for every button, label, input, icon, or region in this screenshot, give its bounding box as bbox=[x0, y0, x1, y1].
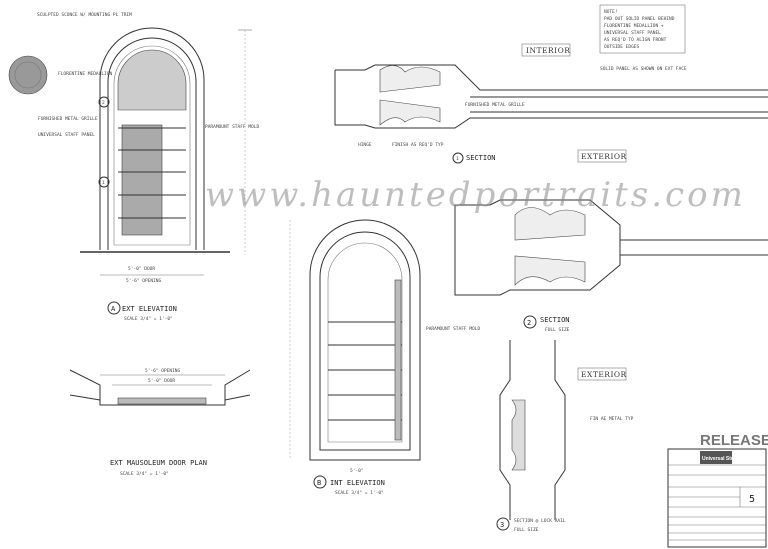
sheet-number: 5 bbox=[749, 494, 755, 505]
label-fin-ae: FIN AE METAL TYP bbox=[590, 416, 634, 422]
dim-plan-opening: 5'-6" OPENING bbox=[145, 368, 181, 374]
label-exterior-3: EXTERIOR bbox=[581, 370, 627, 379]
detail-marker-2 bbox=[98, 96, 110, 108]
marker-2-text: 2 bbox=[527, 319, 531, 327]
int-elevation: PARAMOUNT STAFF MOLD 5'-0" B INT ELEVATI… bbox=[289, 219, 480, 496]
note-line: OUTSIDE EDGES bbox=[604, 44, 640, 50]
label-hinge: HINGE bbox=[358, 142, 372, 148]
label-staff-mold-int: PARAMOUNT STAFF MOLD bbox=[426, 326, 480, 332]
view-scale-b: SCALE 3/4" = 1'-0" bbox=[335, 490, 384, 496]
ext-elevation: SCULPTED SCONCE W/ MOUNTING PL TRIM FLOR… bbox=[8, 12, 259, 322]
view-title-section-2: SECTION bbox=[540, 316, 570, 324]
dim-opening: 5'-6" OPENING bbox=[126, 278, 162, 284]
label-medallion: FLORENTINE MEDALLION bbox=[58, 71, 112, 77]
view-title-int-elevation: INT ELEVATION bbox=[330, 479, 385, 487]
title-block: RELEASED Universal Studios 5 bbox=[667, 432, 768, 548]
section-2: 2 SECTION FULL SIZE bbox=[454, 199, 768, 333]
marker-3-text: 3 bbox=[500, 521, 504, 529]
view-marker-a bbox=[107, 301, 121, 315]
door-frame-outer bbox=[99, 27, 205, 250]
detail-marker-1 bbox=[98, 176, 110, 188]
label-finish: FINISH AS REQ'D TYP bbox=[392, 142, 444, 148]
dim-door: 5'-0" DOOR bbox=[128, 266, 155, 272]
view-title-ext-elevation: EXT ELEVATION bbox=[122, 305, 177, 313]
door-plan: 5'-6" OPENING 5'-0" DOOR EXT MAUSOLEUM D… bbox=[69, 368, 251, 477]
view-title-plan: EXT MAUSOLEUM DOOR PLAN bbox=[110, 459, 207, 467]
section-3: EXTERIOR FIN AE METAL TYP 3 SECTION @ LO… bbox=[496, 340, 634, 533]
company-logo: Universal Studios bbox=[702, 456, 744, 462]
view-marker-b bbox=[313, 475, 327, 489]
view-title-section-1: SECTION bbox=[466, 154, 496, 162]
label-staff-mold: PARAMOUNT STAFF MOLD bbox=[205, 124, 259, 130]
note-line: FLORENTINE MEDALLION + bbox=[604, 23, 664, 29]
detail-marker-1-text: 1 bbox=[102, 180, 105, 186]
note-title: NOTE! bbox=[604, 9, 618, 15]
label-interior: INTERIOR bbox=[526, 46, 570, 55]
view-scale-plan: SCALE 3/4" = 1'-0" bbox=[120, 471, 169, 477]
view-scale-s3: FULL SIZE bbox=[514, 527, 539, 533]
marker-a-text: A bbox=[111, 305, 116, 313]
label-sconce: SCULPTED SCONCE W/ MOUNTING PL TRIM bbox=[37, 12, 132, 18]
dim-door-int: 5'-0" bbox=[350, 468, 364, 474]
label-exterior-1: EXTERIOR bbox=[581, 152, 627, 161]
note-box: NOTE! PAD OUT SOLID PANEL BEHIND FLORENT… bbox=[599, 4, 686, 54]
detail-marker-2-text: 2 bbox=[102, 100, 105, 106]
label-grille: FURNISHED METAL GRILLE bbox=[38, 116, 98, 122]
note-line: PAD OUT SOLID PANEL BEHIND bbox=[604, 16, 675, 22]
released-stamp: RELEASED bbox=[700, 432, 768, 449]
view-scale-a: SCALE 3/4" = 1'-0" bbox=[124, 316, 173, 322]
view-marker-3 bbox=[496, 517, 510, 531]
label-staff-panel: UNIVERSAL STAFF PANEL bbox=[38, 132, 95, 138]
grille-panel bbox=[121, 124, 163, 236]
watermark: www.hauntedportraits.com bbox=[205, 175, 746, 215]
dim-plan-door: 5'-0" DOOR bbox=[148, 378, 175, 384]
view-marker-2 bbox=[523, 315, 537, 329]
section-top: FURNISHED METAL GRILLE SOLID PANEL AS SH… bbox=[334, 4, 768, 164]
label-solid-panel: SOLID PANEL AS SHOWN ON EXT FACE bbox=[600, 66, 687, 72]
view-scale-s2: FULL SIZE bbox=[545, 327, 570, 333]
marker-1-text: 1 bbox=[456, 156, 459, 162]
label-grille-top: FURNISHED METAL GRILLE bbox=[465, 102, 525, 108]
view-marker-1 bbox=[452, 152, 464, 164]
florentine-medallion-detail bbox=[8, 55, 48, 95]
note-line: AS REQ'D TO ALIGN FRONT bbox=[604, 37, 667, 43]
marker-b-text: B bbox=[317, 479, 321, 487]
view-title-section-3: SECTION @ LOCK RAIL bbox=[514, 518, 566, 524]
note-line: UNIVERSAL STAFF PANEL bbox=[604, 30, 661, 36]
